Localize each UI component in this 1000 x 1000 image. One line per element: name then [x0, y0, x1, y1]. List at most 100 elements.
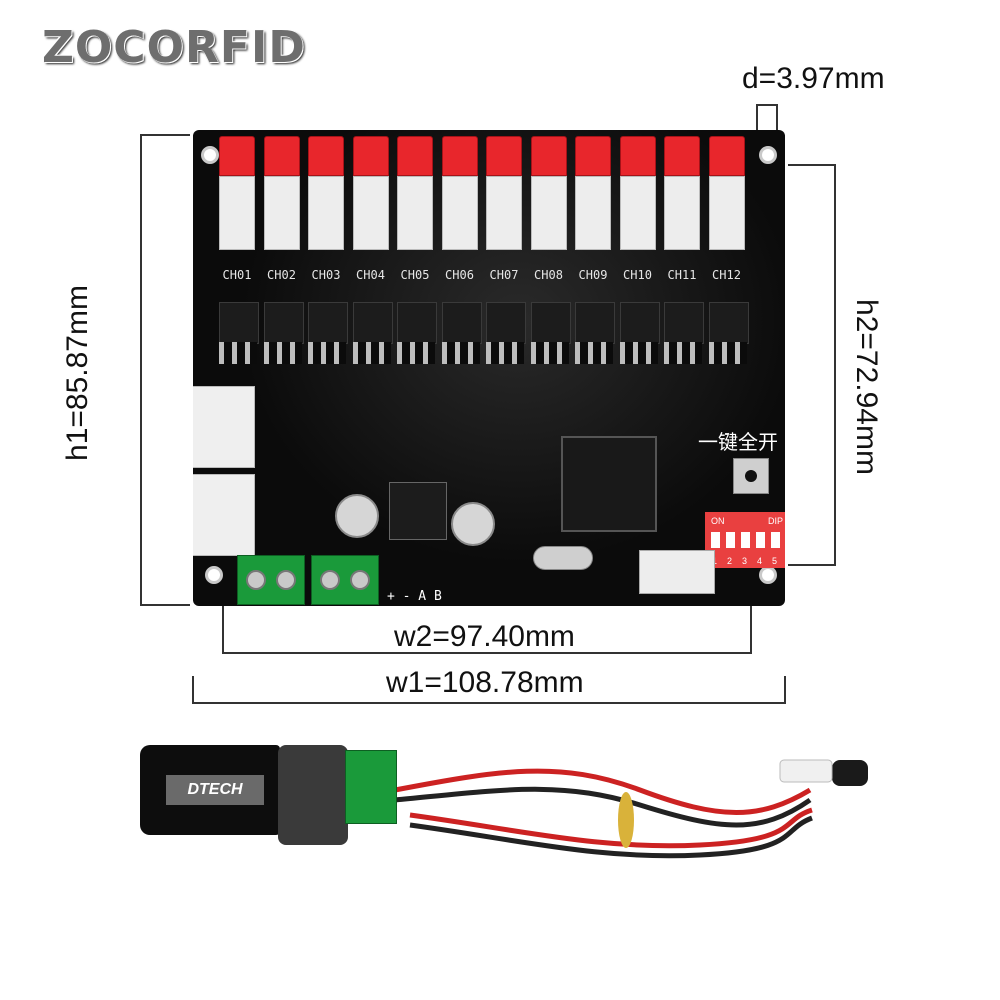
channel-label: CH09 [578, 268, 608, 282]
mosfet-chip [219, 302, 259, 344]
channel-connector[interactable] [619, 136, 656, 250]
dip-number-4: 4 [757, 556, 763, 566]
dimension-w2-right-tick [750, 596, 752, 654]
connector-housing [664, 176, 700, 250]
capacitor-left [335, 494, 379, 538]
channel-label: CH04 [356, 268, 385, 282]
channel-connector[interactable] [664, 136, 700, 250]
connector-housing [308, 176, 344, 250]
dimension-w2-line [222, 652, 752, 654]
mounting-hole-top-left [201, 146, 219, 164]
connector-cap [664, 136, 700, 176]
channel-label: CH03 [311, 268, 341, 282]
mosfet-chip [308, 302, 348, 344]
channel-connector[interactable] [530, 136, 567, 250]
power-connector-bottom [193, 474, 255, 556]
channel-connector[interactable] [352, 136, 389, 250]
power-connector-top [193, 386, 255, 468]
dip-switch[interactable]: ON DIP 1 2 3 4 5 [705, 512, 785, 568]
dip-switch-4[interactable] [756, 532, 765, 548]
connector-housing [575, 176, 611, 250]
mosfet-pins [263, 342, 302, 364]
dimension-d-line-right [776, 104, 778, 134]
channel-connector[interactable] [263, 136, 300, 250]
connector-cap [441, 136, 478, 176]
connector-cap [263, 136, 300, 176]
dimension-w1-line [192, 702, 786, 704]
terminal-block-power[interactable] [237, 555, 305, 605]
dip-number-5: 5 [772, 556, 778, 566]
mosfet-chip [441, 302, 482, 344]
screw-icon [350, 570, 370, 590]
mosfet-pins [530, 342, 569, 364]
connector-cap [619, 136, 656, 176]
connector-housing [486, 176, 522, 250]
dip-number-2: 2 [727, 556, 733, 566]
mounting-hole-top-right [759, 146, 777, 164]
channel-connector[interactable] [708, 136, 745, 250]
dimension-w2-label: w2=97.40mm [394, 620, 575, 653]
connector-cap [708, 136, 745, 176]
terminal-block-rs485[interactable] [311, 555, 379, 605]
dimension-d-label: d=3.97mm [742, 62, 885, 95]
connector-housing [352, 176, 389, 250]
channel-connector[interactable] [486, 136, 522, 250]
mosfet-pins [397, 342, 435, 364]
dimension-h1-bottom-tick [140, 604, 190, 606]
connector-housing [708, 176, 745, 250]
connector-cap [352, 136, 389, 176]
channel-label: CH02 [267, 268, 296, 282]
mosfet-pins [308, 342, 346, 364]
channel-label: CH11 [667, 268, 697, 282]
dip-number-3: 3 [742, 556, 748, 566]
channel-connector[interactable] [308, 136, 344, 250]
channel-connector[interactable] [219, 136, 255, 250]
dimension-h1-line [140, 134, 142, 606]
mosfet-chip [619, 302, 660, 344]
connector-housing [263, 176, 300, 250]
channel-label: CH07 [489, 268, 519, 282]
relay-controller-board: CH01 CH02 CH03 CH04 CH05 CH06 CH07 CH08 CH09 CH10… [193, 130, 785, 606]
dimension-w1-label: w1=108.78mm [386, 666, 584, 699]
mosfet-chip [664, 302, 704, 344]
dip-switch-1[interactable] [711, 532, 720, 548]
connector-cap [575, 136, 611, 176]
channel-label: CH08 [534, 268, 563, 282]
channel-label: CH05 [400, 268, 430, 282]
channel-label: CH01 [222, 268, 252, 282]
mosfet-pins [619, 342, 658, 364]
dip-switch-2[interactable] [726, 532, 735, 548]
mosfet-pins [664, 342, 702, 364]
mosfet-pins [575, 342, 613, 364]
channel-label: CH10 [623, 268, 652, 282]
all-on-button[interactable] [733, 458, 769, 494]
capacitor-right [451, 502, 495, 546]
channel-connector[interactable] [575, 136, 611, 250]
dimension-h2-line [834, 164, 836, 566]
dimension-w2-left-tick [222, 596, 224, 654]
dimension-d-line-top [756, 104, 778, 106]
dip-switch-5[interactable] [771, 532, 780, 548]
connector-housing [219, 176, 255, 250]
mosfet-pins [441, 342, 480, 364]
screw-icon [246, 570, 266, 590]
connector-housing [397, 176, 433, 250]
mosfet-chip [530, 302, 571, 344]
channel-connector[interactable] [441, 136, 478, 250]
channel-connector[interactable] [397, 136, 433, 250]
screw-icon [276, 570, 296, 590]
connector-cap [486, 136, 522, 176]
dip-switch-3[interactable] [741, 532, 750, 548]
dip-on-label: ON [711, 516, 725, 526]
mosfet-chip [708, 302, 749, 344]
db9-connector [278, 745, 348, 845]
dimension-w1-right-tick [784, 676, 786, 704]
channel-label: CH06 [445, 268, 474, 282]
all-on-button-label: 一键全开 [698, 430, 778, 454]
dimension-h1-top-tick [140, 134, 190, 136]
mosfet-chip [575, 302, 615, 344]
mosfet-pins [486, 342, 524, 364]
screw-icon [320, 570, 340, 590]
channel-label: CH12 [712, 268, 741, 282]
